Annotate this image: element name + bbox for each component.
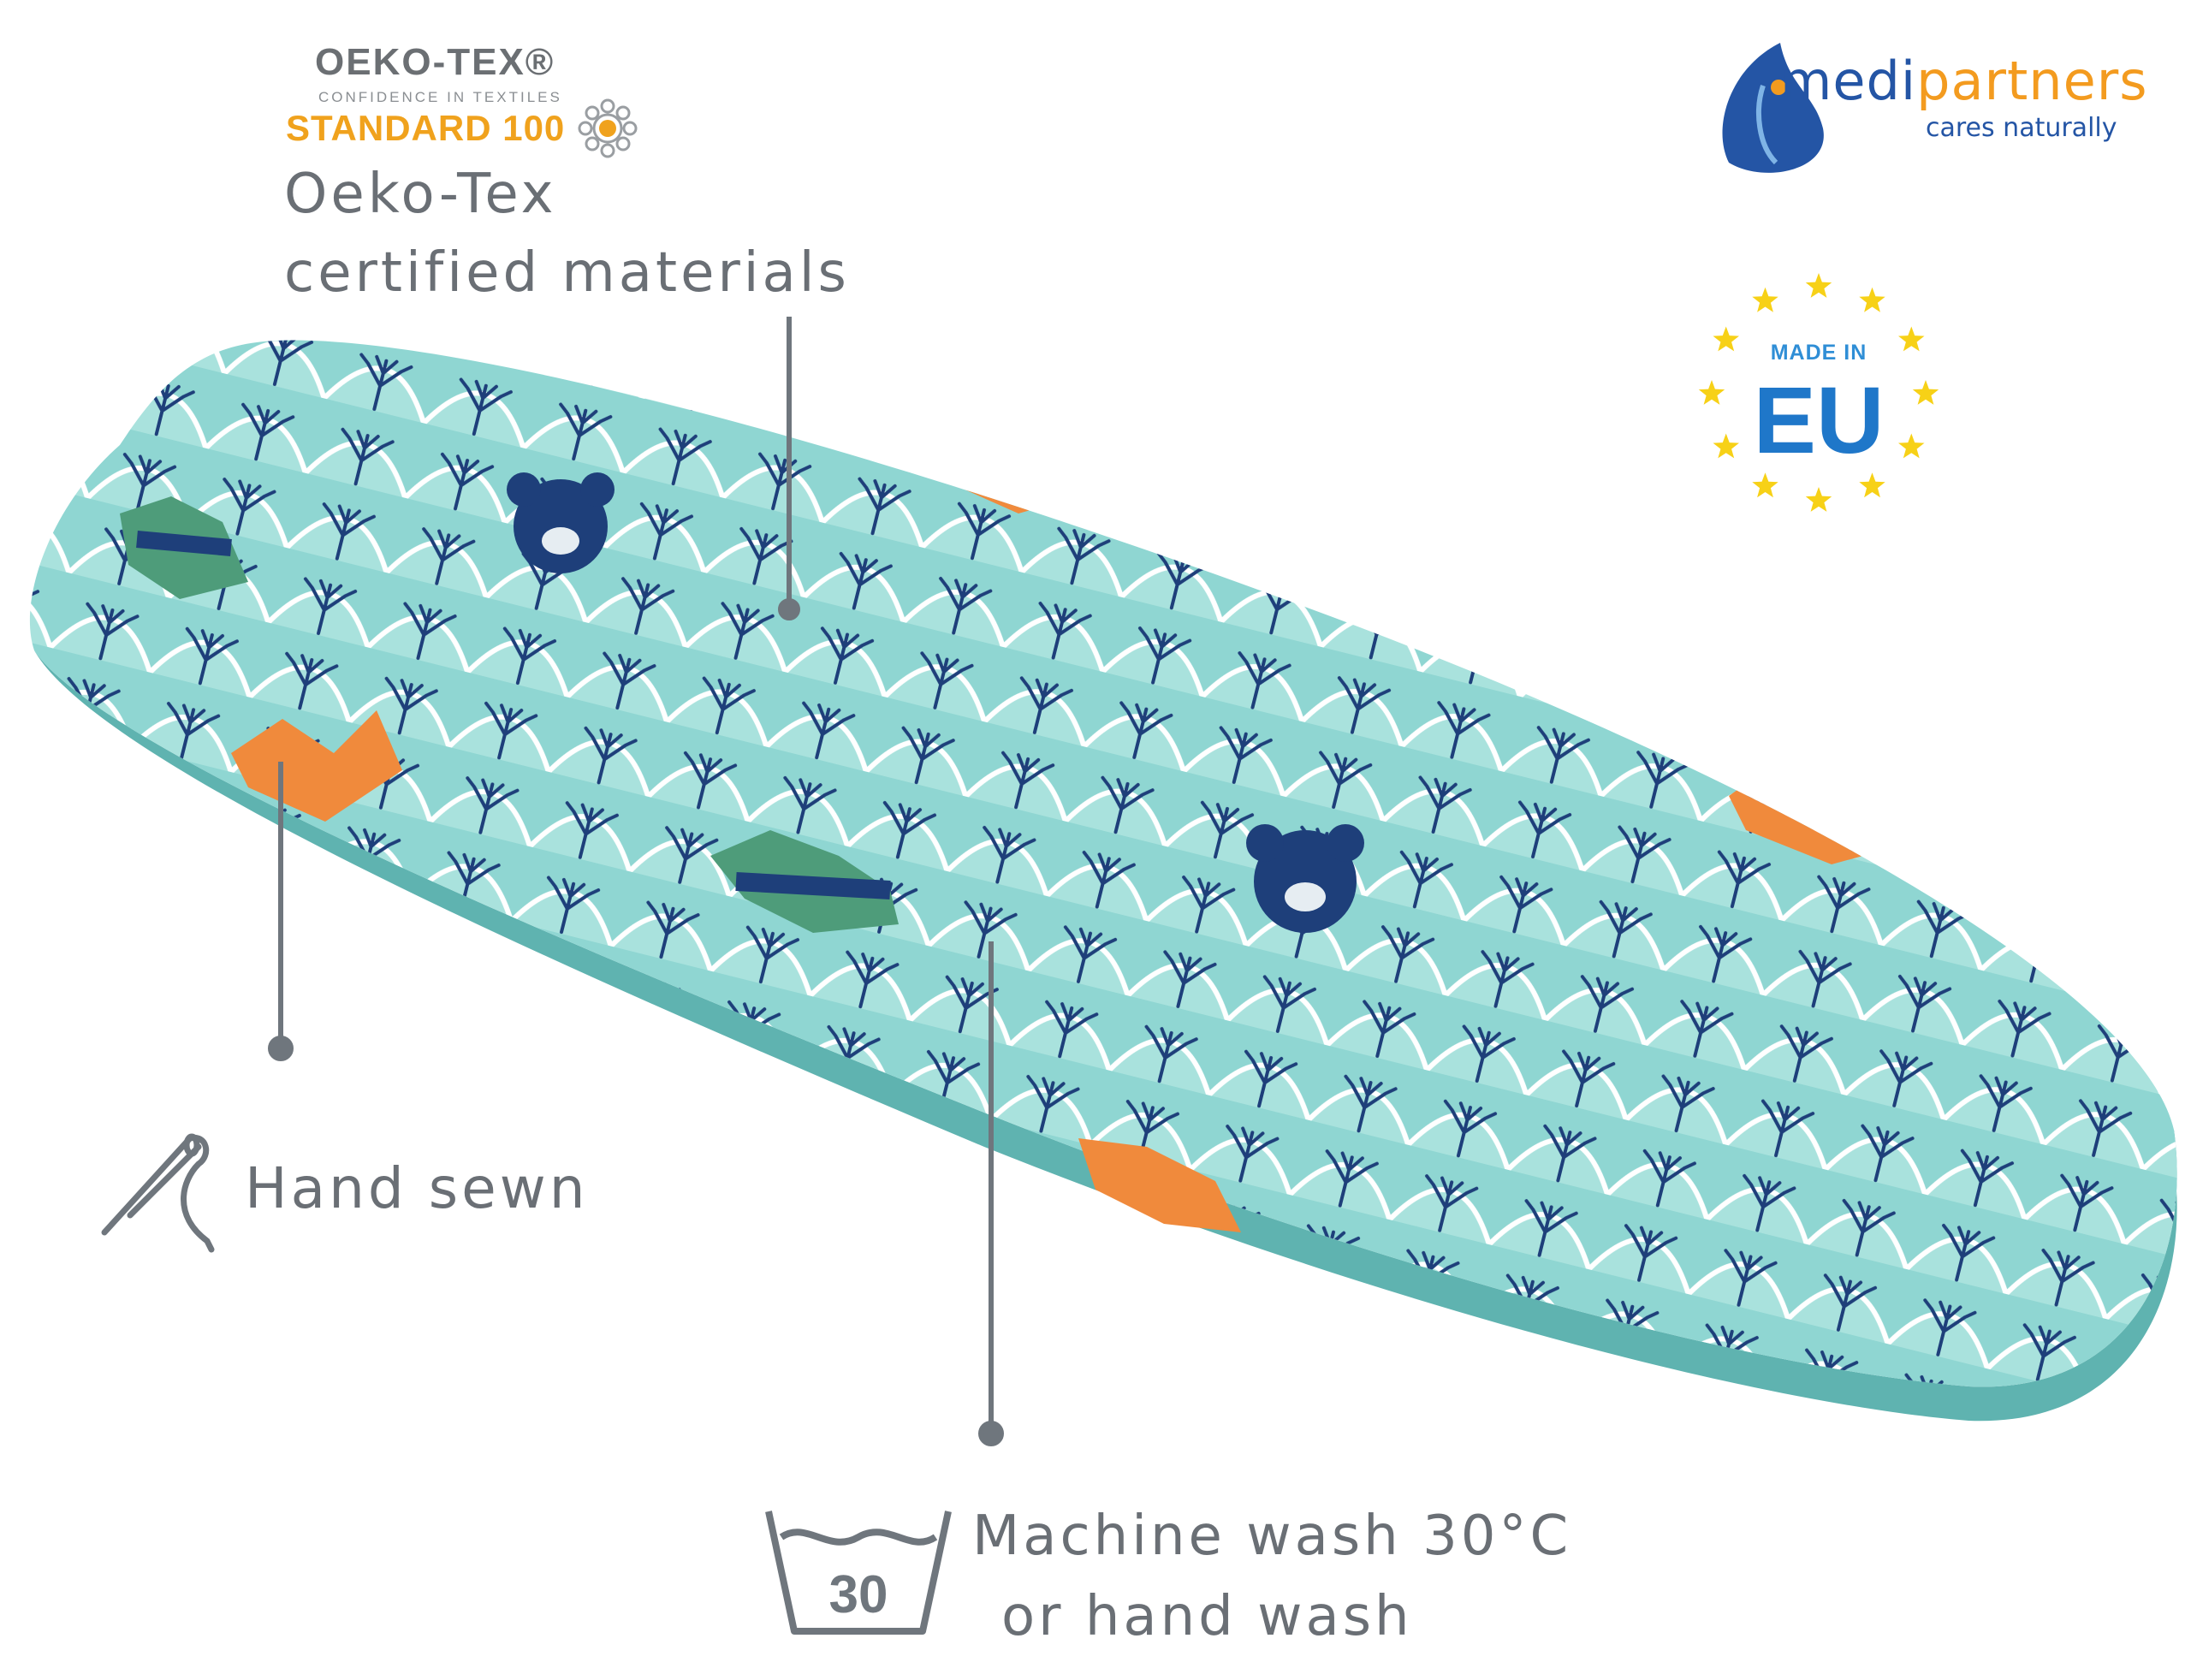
eu-star-icon (1859, 472, 1885, 498)
eu-stars-icon (1698, 273, 1939, 512)
hand-sewn-label: Hand sewn (245, 1155, 589, 1221)
eu-star-icon (1805, 273, 1832, 298)
eu-star-icon (1752, 287, 1778, 312)
fox-face-icon (231, 710, 402, 822)
eu-star-icon (1752, 472, 1778, 498)
eu-star-icon (1698, 380, 1725, 405)
certification-title-line2: certified materials (284, 241, 850, 305)
callout-lines (268, 317, 1004, 1446)
eu-star-icon (1912, 380, 1939, 405)
raccoon-face-icon (710, 830, 899, 933)
made-in-label: MADE IN (1770, 341, 1867, 365)
eu-star-icon (1713, 433, 1739, 459)
medipartners-logo-icon (1722, 43, 1824, 173)
brand-name: medipartners (1780, 50, 2148, 112)
raccoon-face-icon (120, 496, 248, 599)
eu-star-icon (1805, 487, 1832, 512)
eu-label: EU (1753, 368, 1885, 473)
bear-face-icon (507, 472, 615, 573)
brand-tagline: cares naturally (1926, 113, 2117, 143)
eu-star-icon (1713, 326, 1739, 352)
eu-star-icon (1859, 287, 1885, 312)
oeko-tex-seal-icon (578, 98, 638, 158)
bear-face-icon (1246, 824, 1364, 933)
wash-instruction-line1: Machine wash 30°C (972, 1505, 1572, 1568)
oeko-tex-standard: STANDARD 100 (286, 108, 566, 148)
eu-star-icon (1898, 433, 1925, 459)
brand-name-part1: medi (1780, 50, 1917, 112)
certification-title-line1: Oeko-Tex (284, 163, 557, 226)
fox-face-icon (1078, 1138, 1241, 1232)
brand-name-part2: partners (1916, 50, 2148, 112)
wash-instruction-line2: or hand wash (1001, 1585, 1413, 1648)
wash-temperature: 30 (829, 1565, 888, 1624)
eu-star-icon (1898, 326, 1925, 352)
needle-thread-icon (101, 1133, 215, 1253)
oeko-tex-brand: OEKO-TEX® (315, 41, 555, 83)
oeko-tex-tagline: CONFIDENCE IN TEXTILES (318, 89, 562, 105)
wash-30-icon: 30 (765, 1511, 952, 1635)
